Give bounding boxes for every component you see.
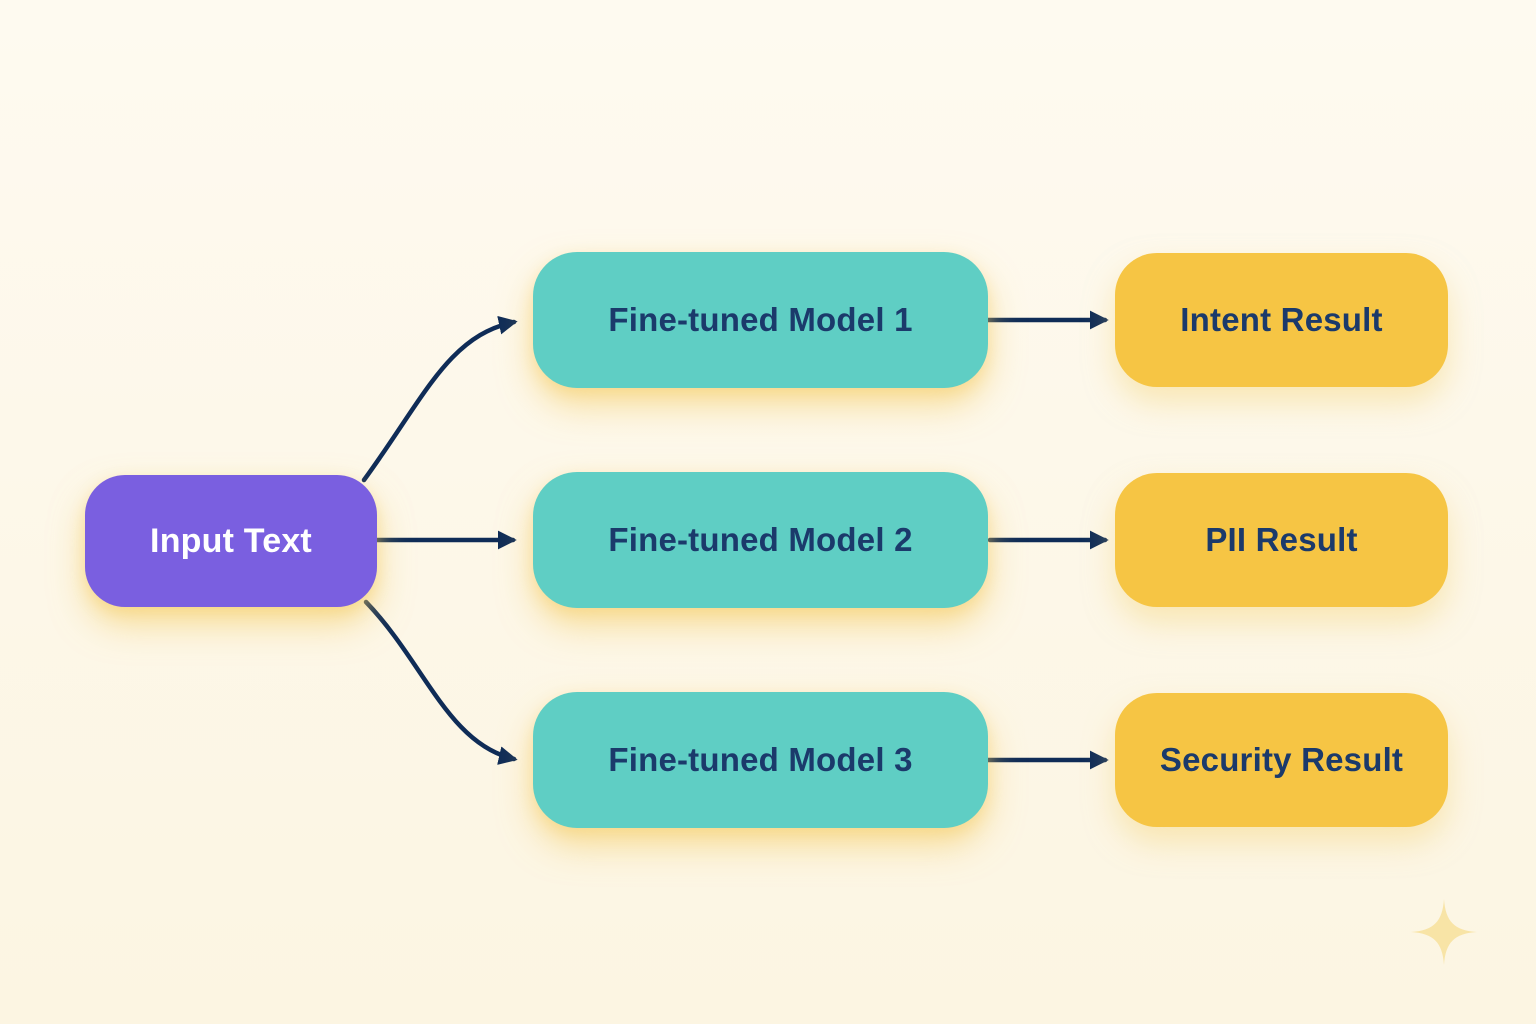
node-fine-tuned-model-2: Fine-tuned Model 2	[533, 472, 988, 608]
edge-input-to-model1	[361, 315, 518, 483]
sparkle-icon	[1411, 899, 1477, 965]
edge-input-to-model3	[363, 599, 518, 765]
node-intent-result: Intent Result	[1115, 253, 1448, 387]
node-fine-tuned-model-1-label: Fine-tuned Model 1	[608, 301, 913, 338]
node-security-result: Security Result	[1115, 693, 1448, 827]
node-security-result-label: Security Result	[1159, 741, 1404, 778]
node-pii-result: PII Result	[1115, 473, 1448, 607]
node-fine-tuned-model-1: Fine-tuned Model 1	[533, 252, 988, 388]
node-pii-result-label: PII Result	[1205, 521, 1358, 558]
node-fine-tuned-model-3-label: Fine-tuned Model 3	[608, 741, 913, 778]
node-input-text-label: Input Text	[150, 521, 312, 560]
node-fine-tuned-model-2-label: Fine-tuned Model 2	[608, 521, 913, 558]
node-fine-tuned-model-3: Fine-tuned Model 3	[533, 692, 988, 828]
node-intent-result-label: Intent Result	[1180, 301, 1383, 338]
node-input-text: Input Text	[85, 475, 377, 607]
